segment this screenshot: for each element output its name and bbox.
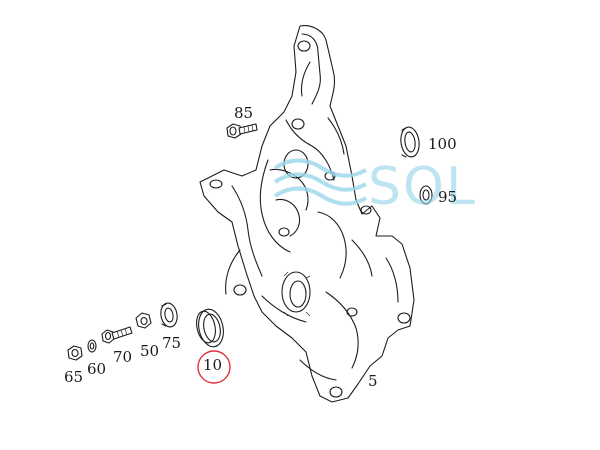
watermark-logo: SOL xyxy=(273,157,477,217)
bolt-85 xyxy=(226,123,258,139)
label-70: 70 xyxy=(113,348,132,366)
label-5: 5 xyxy=(368,372,378,390)
washer-60 xyxy=(87,339,97,353)
watermark-text: SOL xyxy=(368,157,477,217)
label-50: 50 xyxy=(140,342,159,360)
label-65: 65 xyxy=(64,368,83,386)
label-60: 60 xyxy=(87,360,106,378)
highlight-circle-10 xyxy=(197,350,231,384)
seal-95 xyxy=(419,185,433,205)
bolt-70 xyxy=(101,326,133,344)
timing-cover-housing xyxy=(199,25,415,403)
label-10: 10 xyxy=(203,356,222,374)
plug-65 xyxy=(67,345,83,361)
wave-icon xyxy=(273,158,367,206)
label-95: 95 xyxy=(438,188,457,206)
seal-100 xyxy=(400,126,420,158)
label-75: 75 xyxy=(162,334,181,352)
label-100: 100 xyxy=(428,135,457,153)
label-85: 85 xyxy=(234,104,253,122)
seal-ring-10 xyxy=(196,308,224,348)
seal-75 xyxy=(160,302,178,328)
nut-50 xyxy=(135,312,152,329)
